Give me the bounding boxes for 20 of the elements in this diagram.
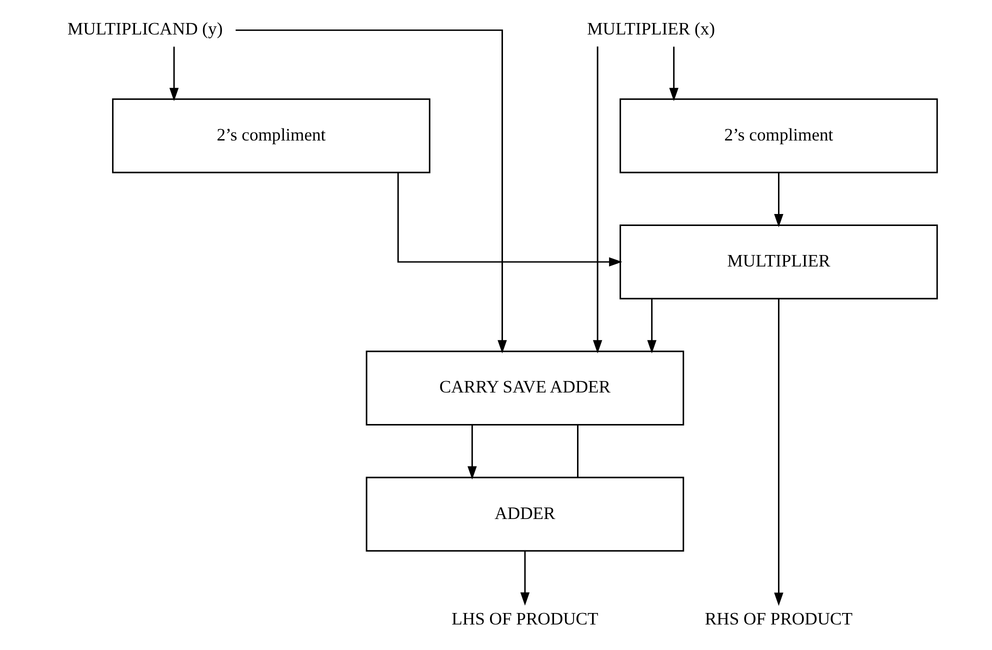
arrow xyxy=(774,298,784,606)
arrow xyxy=(647,299,656,354)
node-text: MULTIPLICAND (y) xyxy=(67,18,223,39)
arrow xyxy=(236,29,507,354)
node-text: MULTIPLIER (x) xyxy=(587,18,716,39)
node-text: LHS OF PRODUCT xyxy=(452,608,598,628)
arrow xyxy=(520,551,530,606)
node-box: CARRY SAVE ADDER xyxy=(366,350,684,426)
connector xyxy=(577,425,578,478)
arrow xyxy=(468,425,477,480)
node-box: ADDER xyxy=(366,476,684,552)
node-box: MULTIPLIER xyxy=(620,224,938,300)
arrow xyxy=(592,46,602,354)
node-box: 2’s compliment xyxy=(112,98,430,174)
arrow xyxy=(169,46,179,102)
node-text: RHS OF PRODUCT xyxy=(704,608,853,628)
arrow xyxy=(774,172,784,228)
node-box: 2’s compliment xyxy=(620,98,938,174)
arrow xyxy=(669,46,678,102)
arrow xyxy=(397,172,622,267)
